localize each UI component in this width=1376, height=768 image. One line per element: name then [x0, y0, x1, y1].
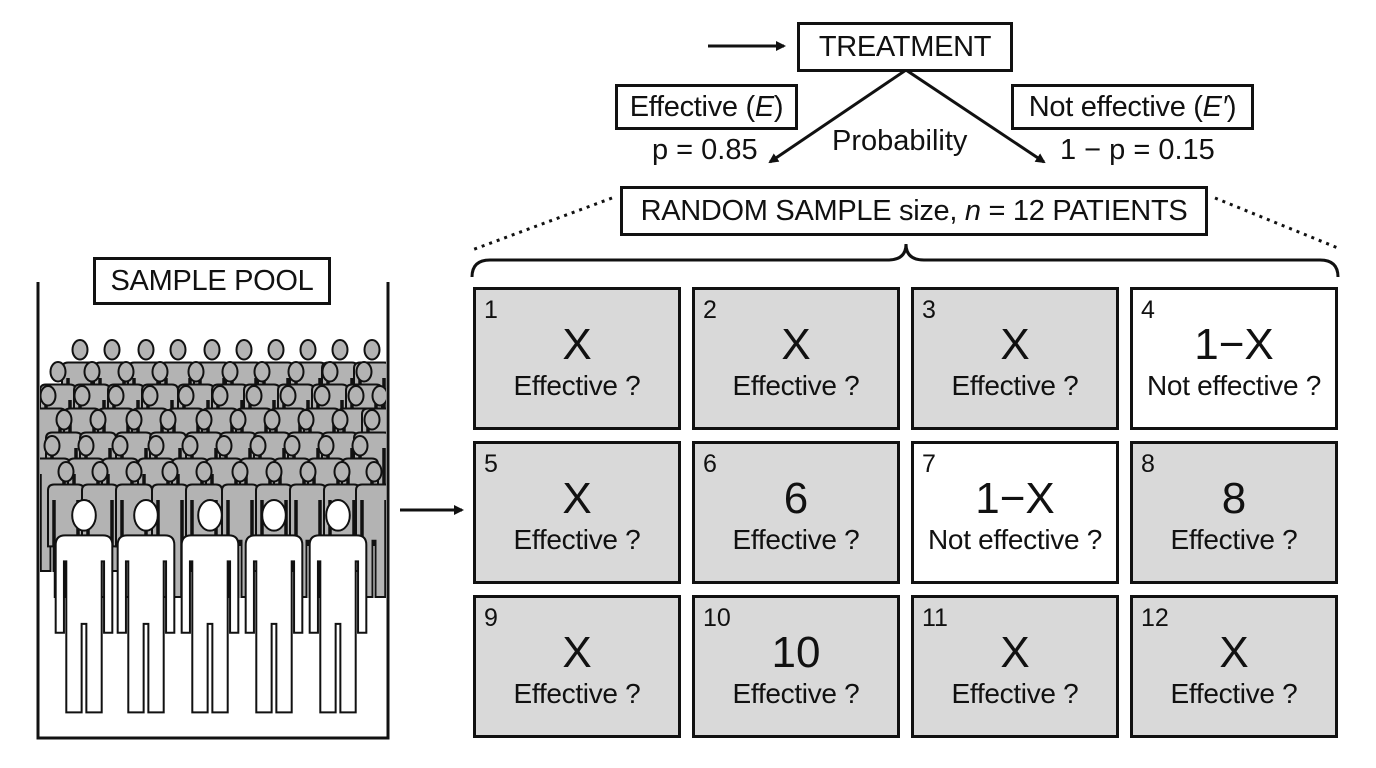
- patient-number: 6: [703, 450, 717, 478]
- random-sample-box: RANDOM SAMPLE size, n = 12 PATIENTS: [620, 186, 1208, 236]
- patient-caption: Effective ?: [513, 678, 641, 709]
- patient-value: X: [562, 474, 592, 523]
- person-figure: [180, 499, 240, 714]
- patient-number: 1: [484, 296, 498, 324]
- patient-value: 1−X: [1194, 320, 1274, 369]
- effective-box: Effective (E): [615, 84, 798, 130]
- sample-pool-label: SAMPLE POOL: [110, 264, 314, 297]
- patient-caption: Effective ?: [1170, 524, 1298, 555]
- patient-value: X: [1000, 320, 1030, 369]
- dotted-left: [471, 196, 613, 252]
- patient-number: 10: [703, 604, 731, 632]
- grid-brace: [470, 243, 1340, 278]
- patient-value: 6: [783, 474, 809, 523]
- effective-label: Effective (E): [629, 90, 784, 123]
- random-sample-label: RANDOM SAMPLE size, n = 12 PATIENTS: [640, 194, 1188, 227]
- patient-number: 3: [922, 296, 936, 324]
- patient-value: 8: [1221, 474, 1247, 523]
- patient-number: 12: [1141, 604, 1169, 632]
- patient-caption: Effective ?: [951, 678, 1079, 709]
- patient-caption: Not effective ?: [928, 524, 1102, 555]
- patient-value: X: [781, 320, 811, 369]
- not-effective-box: Not effective (E′): [1011, 84, 1254, 130]
- person-figure: [308, 499, 368, 714]
- probability-label: Probability: [832, 125, 968, 157]
- patient-value: X: [562, 320, 592, 369]
- patient-caption: Effective ?: [732, 678, 860, 709]
- patient-value: 1−X: [975, 474, 1055, 523]
- patient-value: X: [1000, 628, 1030, 677]
- patient-number: 5: [484, 450, 498, 478]
- treatment-label: TREATMENT: [818, 30, 992, 63]
- patient-value: 10: [771, 628, 821, 677]
- effective-branch-arrow: [768, 68, 907, 164]
- not-effective-probability: 1 − p = 0.15: [1060, 134, 1215, 166]
- person-figure: [54, 499, 114, 714]
- patient-caption: Effective ?: [732, 524, 860, 555]
- patient-number: 4: [1141, 296, 1155, 324]
- patient-number: 8: [1141, 450, 1155, 478]
- patient-number: 7: [922, 450, 936, 478]
- treatment-box: TREATMENT: [797, 22, 1013, 72]
- patient-caption: Not effective ?: [1147, 370, 1321, 401]
- patient-number: 2: [703, 296, 717, 324]
- effective-probability: p = 0.85: [652, 134, 758, 166]
- not-effective-branch-arrow: [905, 68, 1046, 164]
- patient-caption: Effective ?: [951, 370, 1079, 401]
- dotted-right: [1214, 196, 1339, 250]
- patient-caption: Effective ?: [1170, 678, 1298, 709]
- patient-value: X: [562, 628, 592, 677]
- patient-number: 11: [922, 604, 948, 632]
- not-effective-label: Not effective (E′): [1028, 90, 1237, 123]
- patient-caption: Effective ?: [732, 370, 860, 401]
- sample-pool-box: SAMPLE POOL: [93, 257, 331, 305]
- person-figure: [116, 499, 176, 714]
- patient-caption: Effective ?: [513, 370, 641, 401]
- patient-number: 9: [484, 604, 498, 632]
- sample-pool-container: [36, 282, 390, 740]
- crowd-foreground: [54, 499, 368, 714]
- person-figure: [244, 499, 304, 714]
- patient-value: X: [1219, 628, 1249, 677]
- patient-caption: Effective ?: [513, 524, 641, 555]
